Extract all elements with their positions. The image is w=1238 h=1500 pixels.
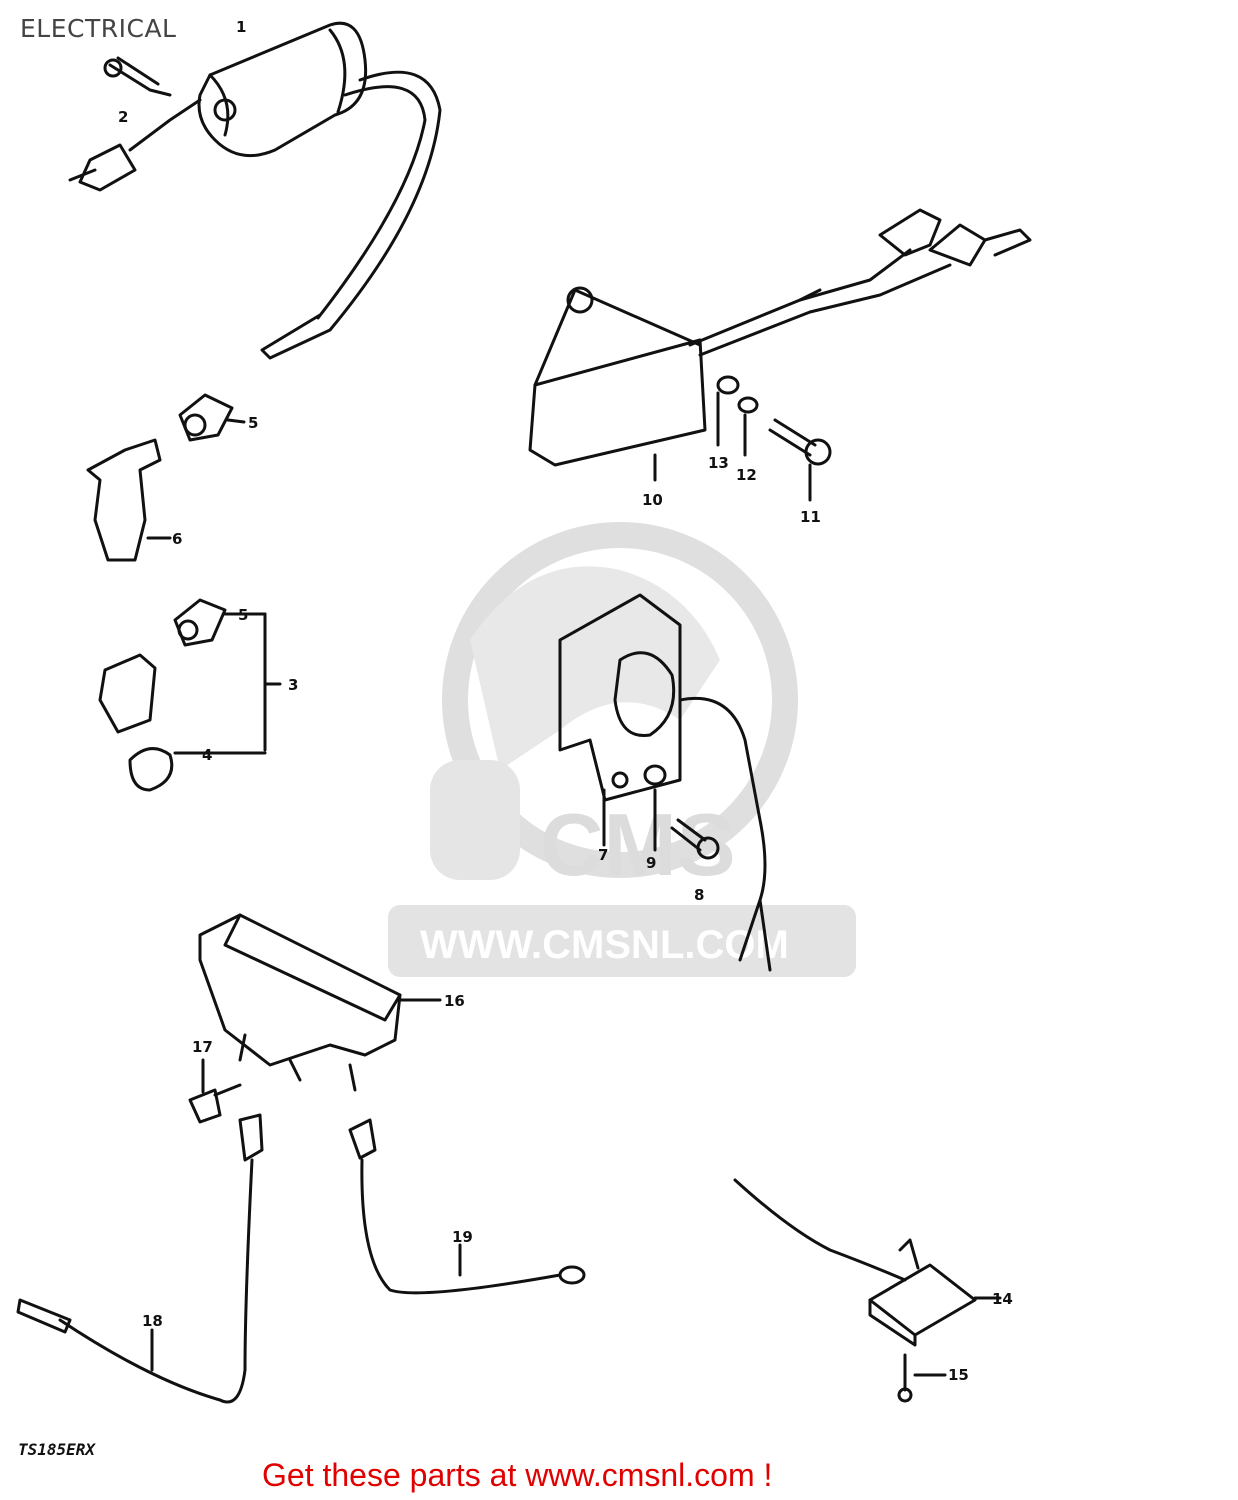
model-code: TS185ERX	[18, 1440, 96, 1459]
cta-link[interactable]: Get these parts at www.cmsnl.com !	[262, 1457, 773, 1493]
regulator-16-drawing	[198, 913, 442, 1092]
cms-watermark-logo: CMS WWW.CMSNL.COM	[388, 522, 856, 977]
callout-1: 1	[236, 18, 246, 36]
callout-15: 15	[948, 1366, 969, 1384]
pickup-coil-7-drawing	[558, 593, 772, 972]
page-title: ELECTRICAL	[20, 14, 177, 43]
callout-labels: 1 2 5 6 5 3 4 10 13 12 11 7 9 8 16 17 19…	[118, 18, 1013, 1384]
callout-5-upper: 5	[248, 414, 258, 432]
cdi-fasteners-drawing	[716, 375, 832, 502]
callout-4: 4	[202, 746, 212, 764]
coil-bolt-drawing	[68, 56, 202, 192]
callout-6: 6	[172, 530, 182, 548]
cap-5-upper-drawing	[178, 393, 246, 442]
callout-13: 13	[708, 454, 729, 472]
callout-8: 8	[694, 886, 704, 904]
callout-10: 10	[642, 491, 663, 509]
callout-3: 3	[288, 676, 298, 694]
callout-2: 2	[118, 108, 128, 126]
callout-11: 11	[800, 508, 821, 526]
bolt-17-drawing	[188, 1058, 242, 1124]
callout-18: 18	[142, 1312, 163, 1330]
noise-suppressor-3-drawing	[98, 598, 282, 792]
lead-18-drawing	[16, 1113, 264, 1404]
condenser-14-drawing	[733, 1178, 1002, 1403]
callout-19: 19	[452, 1228, 473, 1246]
plug-cap-6-drawing	[86, 438, 172, 562]
callout-9: 9	[646, 854, 656, 872]
ignition-coil-drawing	[197, 21, 442, 360]
callout-14: 14	[992, 1290, 1013, 1308]
watermark-logo-text: CMS	[540, 795, 736, 894]
callout-17: 17	[192, 1038, 213, 1056]
watermark-url-text: WWW.CMSNL.COM	[420, 923, 789, 967]
cdi-unit-10-drawing	[528, 208, 1032, 482]
callout-16: 16	[444, 992, 465, 1010]
lead-19-drawing	[348, 1118, 586, 1295]
callout-7: 7	[598, 846, 608, 864]
callout-5-lower: 5	[238, 606, 248, 624]
callout-12: 12	[736, 466, 757, 484]
